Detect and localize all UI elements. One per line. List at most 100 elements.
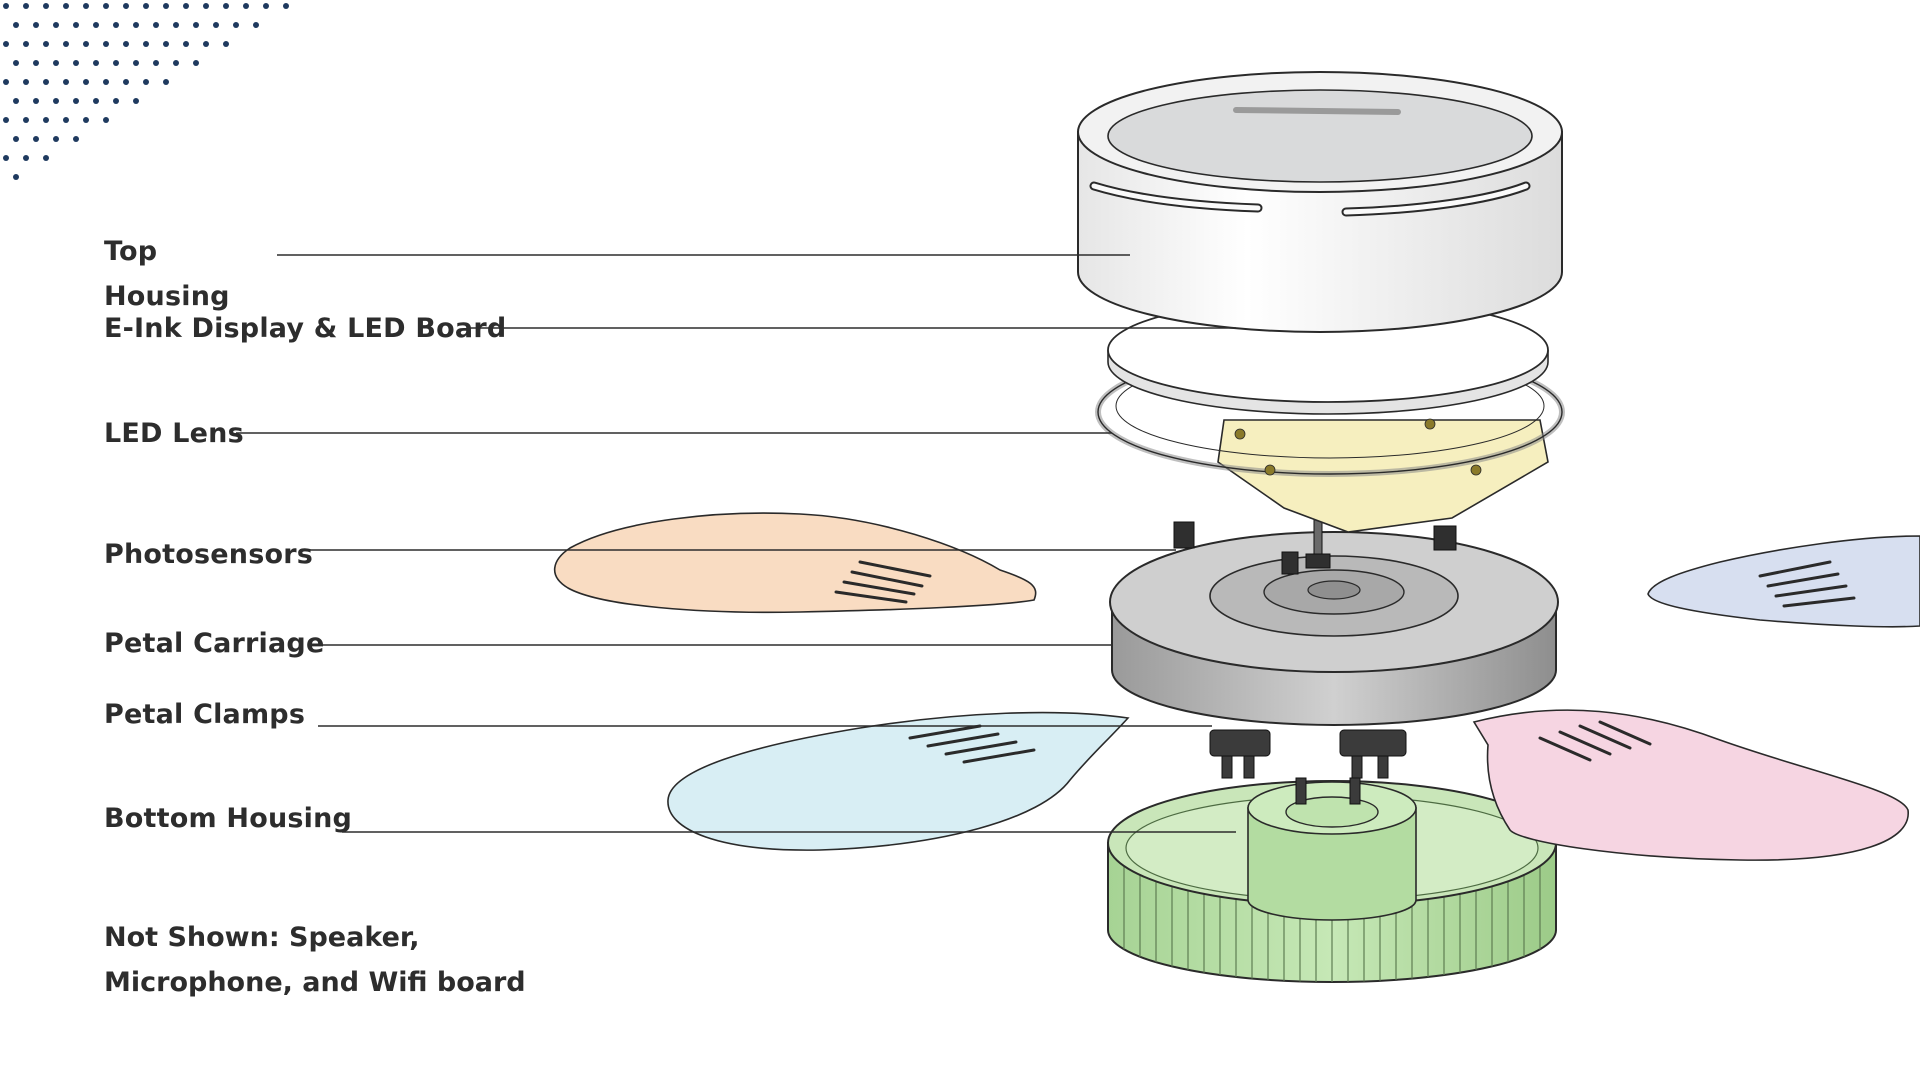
label-petal-clamps: Petal Clamps: [104, 699, 306, 730]
pattern-dot: [173, 22, 179, 28]
pattern-dot: [73, 98, 79, 104]
not-shown-note-line1: Not Shown: Speaker,: [104, 922, 420, 953]
petal-orange-slots: [834, 560, 932, 604]
pattern-dot: [213, 22, 219, 28]
petal-blue-slots: [1758, 560, 1856, 608]
label-top-housing-line2: Housing: [104, 281, 230, 312]
pattern-dot: [253, 22, 259, 28]
pattern-dot: [33, 60, 39, 66]
pattern-dot: [43, 79, 49, 85]
pattern-dot: [113, 60, 119, 66]
pattern-dot: [63, 41, 69, 47]
pattern-dot: [163, 3, 169, 9]
pattern-dot: [193, 22, 199, 28]
pattern-dot: [33, 98, 39, 104]
pattern-dot: [93, 98, 99, 104]
label-petal-carriage: Petal Carriage: [104, 628, 325, 659]
pattern-dot: [103, 3, 109, 9]
petal-orange: [553, 512, 1037, 614]
pattern-dot: [43, 41, 49, 47]
pattern-dot: [3, 3, 9, 9]
petal-cyan-slots: [908, 724, 1036, 764]
pattern-dot: [33, 22, 39, 28]
pattern-dot: [203, 3, 209, 9]
pattern-dot: [13, 174, 19, 180]
pattern-dot: [53, 136, 59, 142]
bottom-housing-part: [1107, 780, 1557, 983]
pattern-dot: [133, 22, 139, 28]
not-shown-note-line2: Microphone, and Wifi board: [104, 967, 526, 998]
pattern-dot: [223, 41, 229, 47]
pattern-dot: [3, 79, 9, 85]
pattern-dot: [43, 117, 49, 123]
label-eink-display: E-Ink Display & LED Board: [104, 313, 507, 344]
pattern-dot: [63, 117, 69, 123]
pattern-dot: [113, 22, 119, 28]
leader-lines: [236, 254, 1236, 833]
pattern-dot: [23, 41, 29, 47]
pattern-dot: [93, 60, 99, 66]
pattern-dot: [53, 60, 59, 66]
pattern-dot: [163, 41, 169, 47]
pattern-dot: [13, 22, 19, 28]
pattern-dot: [203, 41, 209, 47]
pattern-dot: [163, 79, 169, 85]
pattern-dot: [123, 79, 129, 85]
pattern-dot: [53, 22, 59, 28]
pattern-dot: [63, 79, 69, 85]
petal-blue-right: [1647, 535, 1920, 628]
pattern-dot: [53, 98, 59, 104]
pattern-dot: [153, 60, 159, 66]
label-led-lens: LED Lens: [104, 418, 244, 449]
pattern-dot: [3, 117, 9, 123]
led-lens-part: [1095, 347, 1565, 533]
pattern-dot: [83, 117, 89, 123]
pattern-dot: [13, 60, 19, 66]
pattern-dot: [43, 3, 49, 9]
pattern-dot: [63, 3, 69, 9]
pattern-dot: [103, 79, 109, 85]
label-top-housing: Top Housing: [104, 229, 230, 319]
not-shown-note: Not Shown: Speaker, Microphone, and Wifi…: [104, 915, 526, 1005]
pattern-dot: [13, 98, 19, 104]
pattern-dot: [133, 98, 139, 104]
pattern-dot: [103, 41, 109, 47]
pattern-dot: [93, 22, 99, 28]
dot-pattern-decoration: [3, 3, 289, 180]
label-top-housing-line1: Top: [104, 236, 158, 267]
pattern-dot: [103, 117, 109, 123]
pattern-dot: [23, 155, 29, 161]
petal-cyan: [667, 711, 1130, 851]
petal-carriage-part: [1109, 531, 1559, 726]
pattern-dot: [283, 3, 289, 9]
pattern-dot: [263, 3, 269, 9]
pattern-dot: [23, 79, 29, 85]
top-housing-part: [1077, 71, 1563, 333]
pattern-dot: [123, 3, 129, 9]
photosensors-part: [1173, 497, 1457, 575]
pattern-dot: [13, 136, 19, 142]
pattern-dot: [223, 3, 229, 9]
pattern-dot: [43, 155, 49, 161]
pattern-dot: [23, 3, 29, 9]
pattern-dot: [23, 117, 29, 123]
pattern-dot: [123, 41, 129, 47]
pattern-dot: [183, 41, 189, 47]
pattern-dot: [33, 136, 39, 142]
pattern-dot: [243, 3, 249, 9]
pattern-dot: [193, 60, 199, 66]
pattern-dot: [143, 41, 149, 47]
label-photosensors: Photosensors: [104, 539, 314, 570]
pattern-dot: [83, 79, 89, 85]
pattern-dot: [153, 22, 159, 28]
pattern-dot: [73, 60, 79, 66]
pattern-dot: [143, 79, 149, 85]
pattern-dot: [73, 136, 79, 142]
pattern-dot: [133, 60, 139, 66]
pattern-dot: [233, 22, 239, 28]
pattern-dot: [173, 60, 179, 66]
petal-clamps-part: [1209, 729, 1407, 805]
pattern-dot: [3, 155, 9, 161]
petal-pink: [1472, 709, 1909, 861]
